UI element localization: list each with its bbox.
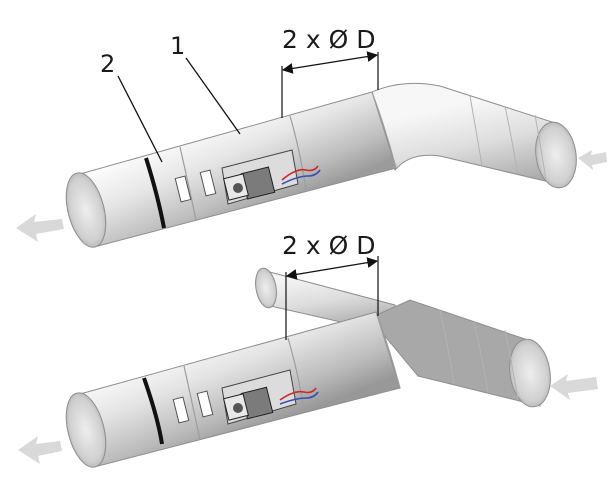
duct-open-end-left-bottom — [65, 392, 107, 468]
leader-line-2 — [117, 75, 163, 163]
elbow-open-end — [535, 121, 577, 189]
callout-1: 1 — [170, 32, 185, 60]
mounting-clips-bottom — [172, 390, 214, 424]
duct-open-end-left — [65, 172, 107, 248]
bottom-assembly: 2 x Ø D — [18, 231, 598, 468]
tee-open-end — [509, 338, 551, 408]
dimension-label-top: 2 x Ø D — [282, 25, 375, 54]
wire-red-bottom — [279, 387, 317, 401]
clamp-band — [144, 157, 166, 229]
mounting-clips — [174, 169, 217, 203]
arrow-left-icon — [16, 214, 64, 242]
wire-blue-bottom — [279, 391, 319, 405]
top-assembly: 2 1 2 x Ø D — [16, 25, 607, 248]
callout-2: 2 — [100, 50, 115, 78]
clamp-band-bottom — [142, 377, 164, 445]
arrow-left-icon — [578, 150, 607, 170]
tee-seams — [439, 309, 519, 401]
actuator-icon — [221, 369, 297, 425]
wire-blue — [281, 169, 321, 185]
duct-joints — [179, 91, 397, 221]
dim-line-bottom — [285, 257, 379, 280]
duct-joints-bottom — [183, 311, 401, 441]
wire-red — [281, 165, 319, 181]
arrow-left-icon — [550, 374, 598, 400]
elbow-duct — [367, 82, 567, 187]
actuator-icon — [221, 149, 299, 205]
leader-line-1 — [185, 57, 241, 135]
dim-line — [281, 51, 379, 74]
dimension-label-bottom: 2 x Ø D — [282, 231, 375, 260]
tee-branch-end — [255, 267, 277, 309]
arrow-left-icon — [18, 436, 62, 464]
elbow-seams — [469, 95, 547, 181]
